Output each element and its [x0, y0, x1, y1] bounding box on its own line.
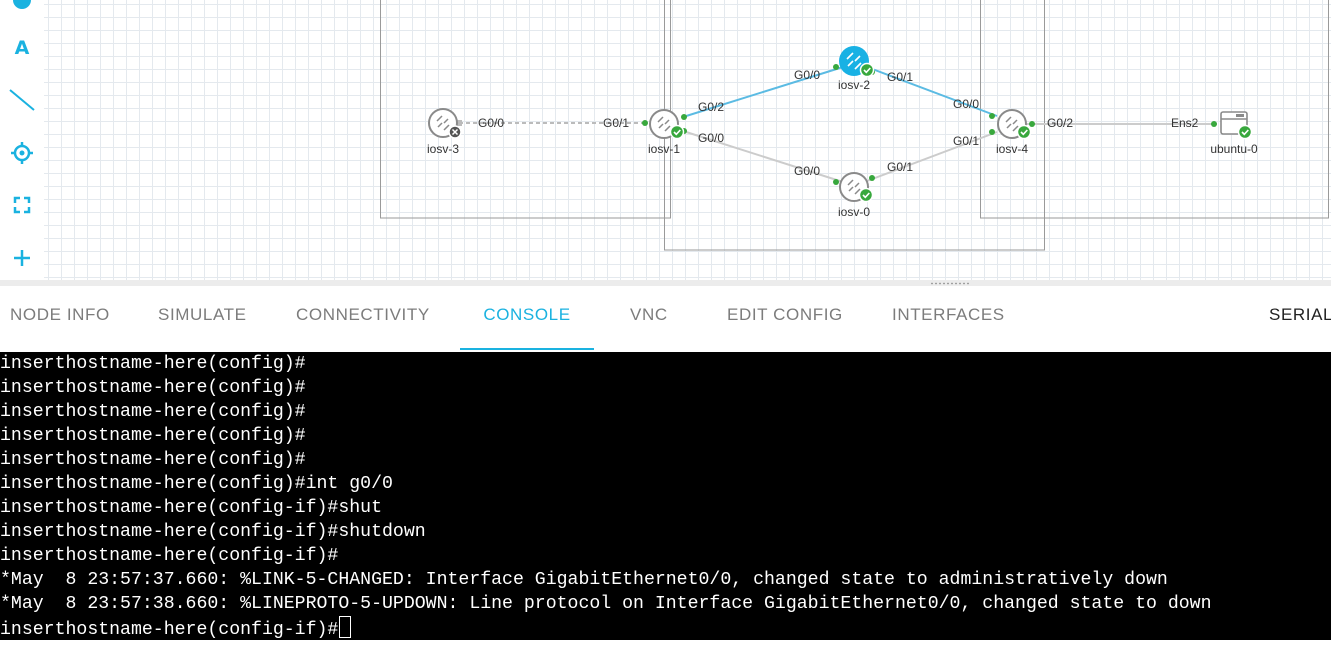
node-label: iosv-1: [648, 142, 680, 156]
link-iosv-1-iosv-0[interactable]: [682, 130, 844, 183]
console-terminal[interactable]: inserthostname-here(config)# inserthostn…: [0, 352, 1331, 640]
console-line: *May 8 23:57:37.660: %LINK-5-CHANGED: In…: [0, 570, 1168, 590]
link-iosv-0-iosv-4[interactable]: [866, 131, 998, 182]
tab-console[interactable]: CONSOLE: [460, 286, 594, 350]
console-line: inserthostname-here(config-if)#shutdown: [0, 522, 426, 542]
panel-splitter[interactable]: [0, 280, 1331, 286]
console-prompt-line[interactable]: inserthostname-here(config-if)#: [0, 616, 1331, 640]
node-iosv-4[interactable]: iosv-4: [996, 109, 1032, 156]
node-iosv-1[interactable]: iosv-1: [648, 109, 685, 156]
console-line: *May 8 23:57:38.660: %LINEPROTO-5-UPDOWN…: [0, 594, 1212, 614]
drag-handle-icon[interactable]: [930, 282, 970, 285]
page-bottom: [0, 640, 1331, 645]
line-tool-icon[interactable]: [0, 80, 44, 120]
check-status-icon: [1016, 124, 1032, 140]
tab-node-info[interactable]: NODE INFO: [10, 305, 110, 324]
iface-label: G0/0: [953, 97, 979, 111]
tab-interfaces[interactable]: INTERFACES: [892, 305, 1005, 324]
node-ubuntu-0[interactable]: ubuntu-0: [1210, 111, 1258, 156]
node-iosv-0[interactable]: iosv-0: [838, 172, 874, 219]
iface-label: G0/1: [887, 160, 913, 174]
node-label: iosv-4: [996, 142, 1028, 156]
console-line: inserthostname-here(config)#: [0, 426, 306, 446]
text-cursor: [339, 616, 352, 638]
console-line: inserthostname-here(config-if)#: [0, 546, 339, 566]
annotation-rectangle[interactable]: [980, 0, 1329, 219]
tab-connectivity[interactable]: CONNECTIVITY: [296, 305, 430, 324]
console-line: inserthostname-here(config)#: [0, 378, 306, 398]
link-iosv-2-iosv-4[interactable]: [866, 66, 998, 117]
iface-label: G0/2: [1047, 116, 1073, 130]
tab-serial[interactable]: SERIAL: [1269, 305, 1331, 324]
canvas-toolbar: A: [0, 0, 45, 280]
tab-vnc[interactable]: VNC: [630, 305, 668, 324]
circle-tool-icon[interactable]: [0, 0, 44, 20]
text-tool-icon[interactable]: A: [14, 37, 30, 59]
tab-edit-config[interactable]: EDIT CONFIG: [727, 305, 843, 324]
check-status-icon: [1237, 124, 1253, 140]
locate-icon[interactable]: [0, 133, 44, 173]
tab-simulate[interactable]: SIMULATE: [158, 305, 247, 324]
iface-label: G0/1: [603, 116, 629, 130]
node-iosv-2[interactable]: iosv-2: [838, 46, 875, 92]
node-label: ubuntu-0: [1210, 142, 1258, 156]
iface-label: G0/0: [794, 164, 820, 178]
node-iosv-3[interactable]: iosv-3: [427, 108, 462, 156]
check-status-icon: [858, 187, 874, 203]
console-line: inserthostname-here(config)#: [0, 450, 306, 470]
topology-canvas[interactable]: G0/0 G0/1 G0/2 G0/0 G0/1 G0/0 G0/0 G0/0 …: [44, 0, 1331, 280]
fit-screen-icon[interactable]: [0, 185, 44, 225]
iface-label: G0/0: [794, 68, 820, 82]
console-line: inserthostname-here(config)#: [0, 402, 306, 422]
console-line: inserthostname-here(config)#int g0/0: [0, 474, 393, 494]
topology-map: G0/0 G0/1 G0/2 G0/0 G0/1 G0/0 G0/0 G0/0 …: [380, 0, 1329, 251]
iface-label: G0/0: [478, 116, 504, 130]
console-prompt: inserthostname-here(config-if)#: [0, 620, 339, 640]
iface-label: G0/1: [953, 134, 979, 148]
iface-label: G0/0: [698, 131, 724, 145]
node-label: iosv-2: [838, 78, 870, 92]
check-status-icon: [859, 62, 875, 78]
node-label: iosv-0: [838, 205, 870, 219]
annotation-rectangle[interactable]: [380, 0, 671, 219]
node-label: iosv-3: [427, 142, 459, 156]
add-icon[interactable]: [0, 238, 44, 278]
iface-label: Ens2: [1171, 116, 1199, 130]
link-iosv-1-iosv-2[interactable]: [682, 66, 844, 118]
iface-label: G0/1: [887, 70, 913, 84]
console-line: inserthostname-here(config-if)#shut: [0, 498, 382, 518]
node-tab-bar: NODE INFO SIMULATE CONNECTIVITY CONSOLE …: [0, 286, 1331, 350]
iface-label: G0/2: [698, 100, 724, 114]
console-line: inserthostname-here(config)#: [0, 354, 306, 374]
check-status-icon: [669, 124, 685, 140]
